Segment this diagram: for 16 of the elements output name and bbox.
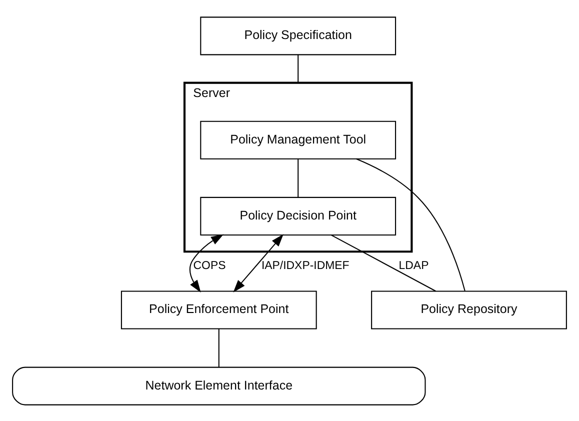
connector	[298, 158, 299, 197]
edge-label: IAP/IDXP-IDMEF	[261, 260, 350, 272]
node-box: Policy Management Tool	[200, 120, 396, 159]
connector	[356, 158, 466, 291]
connector	[331, 234, 436, 292]
arrow	[189, 234, 224, 292]
node-box: Policy Enforcement Point	[120, 290, 317, 329]
node-box: Policy Decision Point	[200, 196, 396, 235]
edge-label: COPS	[193, 260, 226, 272]
arrow	[233, 234, 284, 292]
node-box: Policy Specification	[200, 16, 396, 55]
edge-label: LDAP	[398, 260, 429, 272]
node-box: Policy Repository	[371, 290, 567, 329]
connector	[298, 54, 299, 82]
connector	[218, 328, 220, 367]
node-box: Network Element Interface	[12, 366, 426, 405]
